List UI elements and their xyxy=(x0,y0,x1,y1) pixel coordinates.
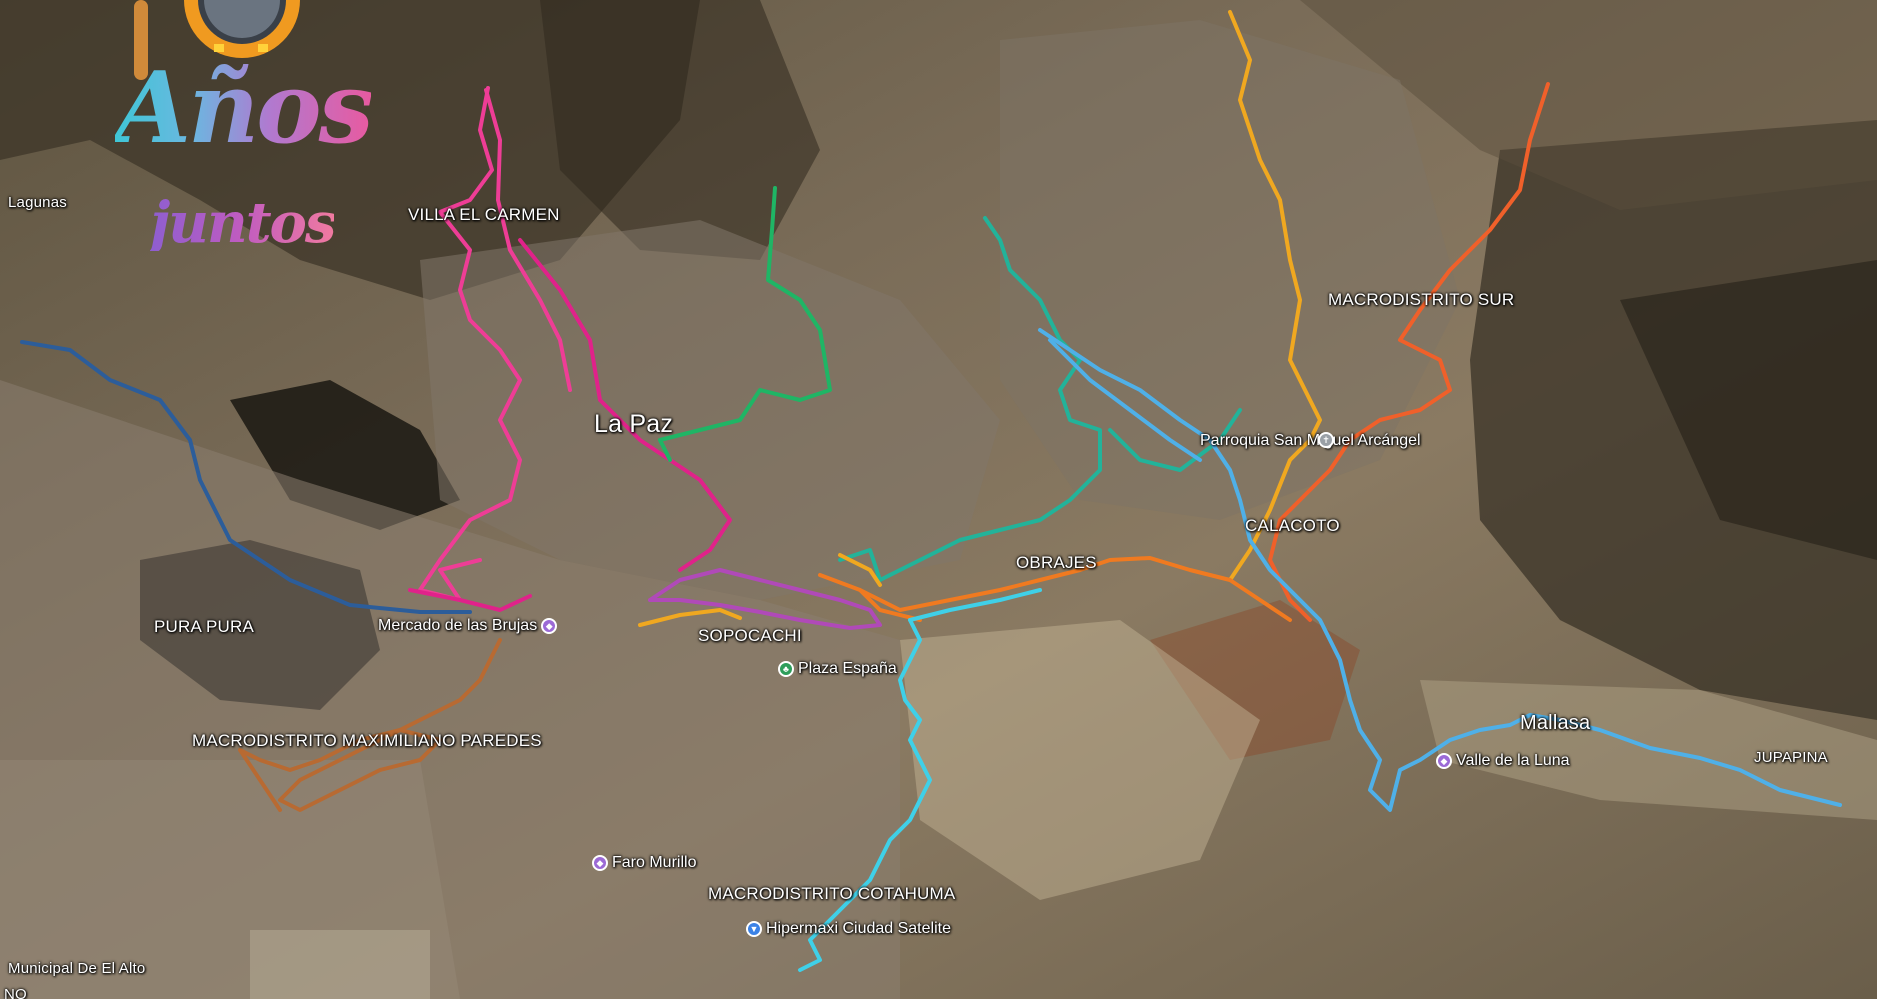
poi-label: Plaza España xyxy=(798,660,897,677)
place-label-jupapina: JUPAPINA xyxy=(1754,749,1828,766)
poi-plaza-espana[interactable]: ♣ Plaza España xyxy=(778,660,897,678)
place-label-la-paz: La Paz xyxy=(594,410,674,438)
landmark-pin-icon: ◆ xyxy=(1436,753,1452,769)
shopping-pin-icon: ◆ xyxy=(541,618,558,634)
route-orange xyxy=(858,556,1292,622)
place-label-macrodistrito-cotahuma: MACRODISTRITO COTAHUMA xyxy=(708,884,956,903)
route-orange-red xyxy=(1268,82,1550,622)
route-yellow xyxy=(1228,10,1322,582)
place-label-mallasa: Mallasa xyxy=(1520,712,1591,734)
place-label-macrodistrito-sur: MACRODISTRITO SUR xyxy=(1328,290,1515,309)
route-brown xyxy=(238,638,502,812)
route-teal-2 xyxy=(1108,408,1242,472)
place-label-villa-el-carmen: VILLA EL CARMEN xyxy=(408,205,560,224)
place-label-pura-pura: PURA PURA xyxy=(154,617,255,636)
logo-text-anos: Años xyxy=(115,51,374,166)
place-label-calacoto: CALACOTO xyxy=(1245,516,1340,535)
route-dark-blue xyxy=(20,340,472,614)
route-orange-2 xyxy=(818,573,922,622)
route-cyan-2 xyxy=(908,588,1042,622)
anniversary-logo xyxy=(105,0,365,290)
logo-badge-icon xyxy=(134,0,300,80)
poi-mercado-de-las-brujas[interactable]: Mercado de las Brujas ◆ xyxy=(378,617,558,635)
route-yellow-2 xyxy=(638,608,742,627)
route-light-blue-2 xyxy=(1048,338,1202,462)
route-yellow-3 xyxy=(838,553,882,587)
poi-label: Faro Murillo xyxy=(612,854,697,871)
poi-label: Valle de la Luna xyxy=(1456,752,1570,769)
poi-label: Hipermaxi Ciudad Satelite xyxy=(766,920,951,937)
poi-faro-murillo[interactable]: ◆ Faro Murillo xyxy=(592,854,696,872)
route-magenta-2 xyxy=(408,588,532,612)
route-purple xyxy=(648,568,882,630)
route-light-blue xyxy=(1038,328,1842,812)
place-label-obrajes: OBRAJES xyxy=(1016,553,1097,572)
poi-label: Mercado de las Brujas xyxy=(378,617,538,634)
poi-hipermaxi-ciudad-satelite[interactable]: ▼ Hipermaxi Ciudad Satelite xyxy=(746,920,951,938)
place-label-sopocachi: SOPOCACHI xyxy=(698,626,802,645)
place-label-edge-fragment: NO xyxy=(4,986,27,999)
route-cyan xyxy=(798,618,932,972)
route-pink-2 xyxy=(484,88,572,392)
place-label-lagunas: Lagunas xyxy=(8,194,67,211)
poi-parroquia-san-miguel[interactable]: Parroquia San Miguel Arcángel xyxy=(1200,432,1421,450)
poi-label: Parroquia San Miguel Arcángel xyxy=(1200,432,1421,449)
route-green xyxy=(658,186,832,462)
park-pin-icon: ♣ xyxy=(778,661,794,677)
logo-text-juntos: juntos xyxy=(150,190,336,256)
church-pin-icon[interactable]: ✝ xyxy=(1318,432,1334,448)
store-pin-icon: ▼ xyxy=(746,921,762,937)
route-teal xyxy=(838,216,1102,582)
place-label-municipal-el-alto: Municipal De El Alto xyxy=(8,960,146,977)
route-magenta xyxy=(518,238,732,572)
poi-valle-de-la-luna[interactable]: ◆ Valle de la Luna xyxy=(1436,752,1570,770)
place-label-macrodistrito-maximiliano-paredes: MACRODISTRITO MAXIMILIANO PAREDES xyxy=(192,731,542,750)
landmark-pin-icon: ◆ xyxy=(592,855,608,871)
